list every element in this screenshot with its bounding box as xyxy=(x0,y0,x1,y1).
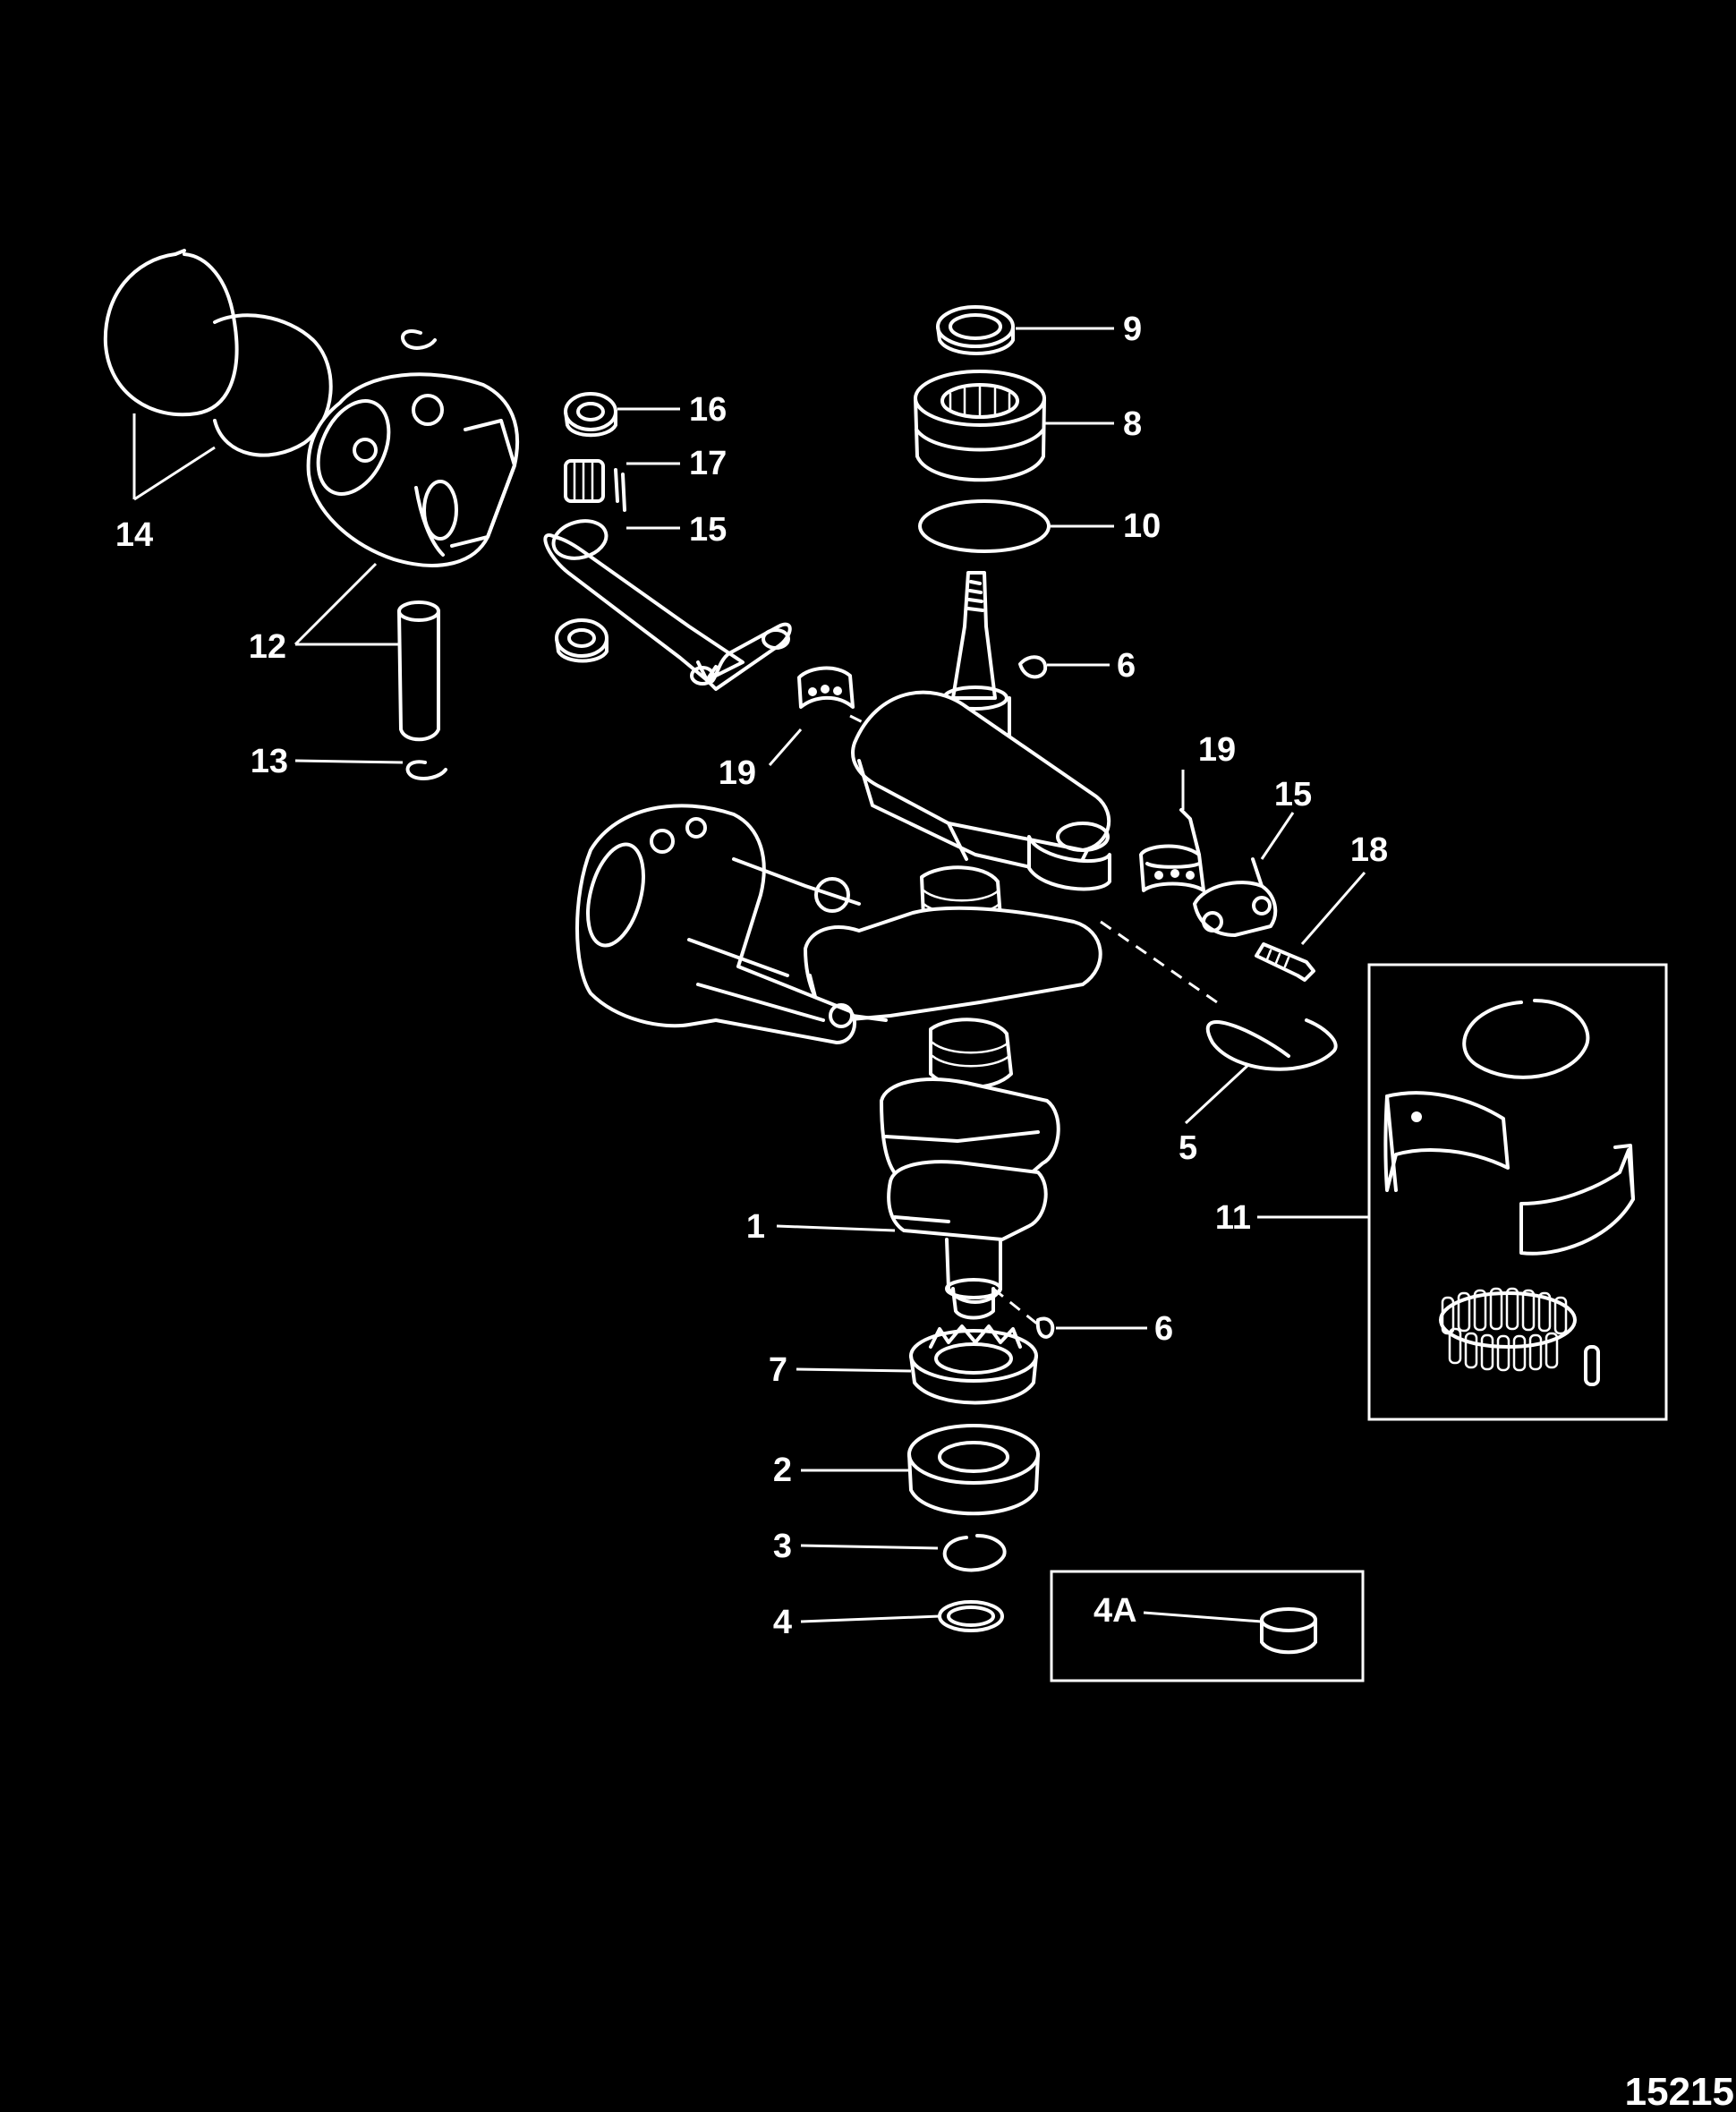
callout-19-left: 19 xyxy=(719,754,756,792)
callout-10: 10 xyxy=(1123,507,1161,545)
callout-labels: 1 2 3 4 4A 5 6 6 7 8 9 10 11 12 13 14 15… xyxy=(115,311,1388,1641)
callout-15-right: 15 xyxy=(1274,776,1312,813)
piston-pin xyxy=(397,600,440,742)
piston-rings xyxy=(103,249,333,457)
callout-4: 4 xyxy=(773,1604,792,1641)
callout-3: 3 xyxy=(773,1528,792,1565)
ball-bearing xyxy=(907,1424,1040,1516)
callout-7: 7 xyxy=(769,1351,787,1389)
callout-19-right: 19 xyxy=(1198,731,1236,769)
crankshaft xyxy=(804,571,1111,1320)
callout-4a: 4A xyxy=(1094,1592,1137,1630)
alignment-line-ring xyxy=(1100,920,1218,1004)
snap-ring xyxy=(942,1534,1007,1572)
o-ring-top xyxy=(918,499,1051,553)
figure-number: 15215 xyxy=(1625,2070,1734,2112)
thrust-washer-top xyxy=(564,392,617,438)
callout-11: 11 xyxy=(1215,1199,1251,1237)
callout-14: 14 xyxy=(115,516,153,554)
woodruff-key-top xyxy=(1018,655,1048,679)
top-main-bearing xyxy=(914,370,1046,482)
callout-15-left: 15 xyxy=(689,511,727,549)
callout-5: 5 xyxy=(1179,1129,1197,1167)
inset-box-4a xyxy=(1050,1570,1365,1682)
alignment-line-key xyxy=(992,1287,1039,1326)
woodruff-key-bottom xyxy=(1035,1316,1055,1339)
piston xyxy=(306,372,520,567)
connecting-rod xyxy=(543,519,792,691)
retaining-ring xyxy=(1205,1018,1338,1071)
bearing-cage-right xyxy=(1139,808,1205,892)
callout-17: 17 xyxy=(689,445,727,482)
callout-13: 13 xyxy=(251,743,288,780)
rod-cap xyxy=(1193,857,1278,937)
leader-lines xyxy=(132,327,1369,1623)
callout-1: 1 xyxy=(746,1208,765,1246)
callout-6-top: 6 xyxy=(1117,647,1136,685)
lower-bearing-seal xyxy=(909,1324,1038,1405)
needle-bearing-small-end xyxy=(564,459,626,512)
callout-6-bottom: 6 xyxy=(1154,1310,1173,1348)
inset-box-11 xyxy=(1367,963,1668,1421)
piston-pin-clip-top xyxy=(401,329,437,350)
callout-2: 2 xyxy=(773,1452,792,1489)
callout-8: 8 xyxy=(1123,405,1142,443)
o-ring-bottom xyxy=(938,1600,1004,1632)
rod-bolt xyxy=(1255,942,1315,982)
piston-pin-clip xyxy=(405,760,447,780)
callout-9: 9 xyxy=(1123,311,1142,348)
thrust-washer-bottom xyxy=(555,618,608,663)
seal-top xyxy=(936,305,1015,355)
piston-assembly-installed xyxy=(575,804,861,1044)
callout-18: 18 xyxy=(1350,831,1388,869)
callout-12: 12 xyxy=(249,628,286,666)
callout-16: 16 xyxy=(689,391,727,429)
bearing-cage-left xyxy=(797,666,855,709)
